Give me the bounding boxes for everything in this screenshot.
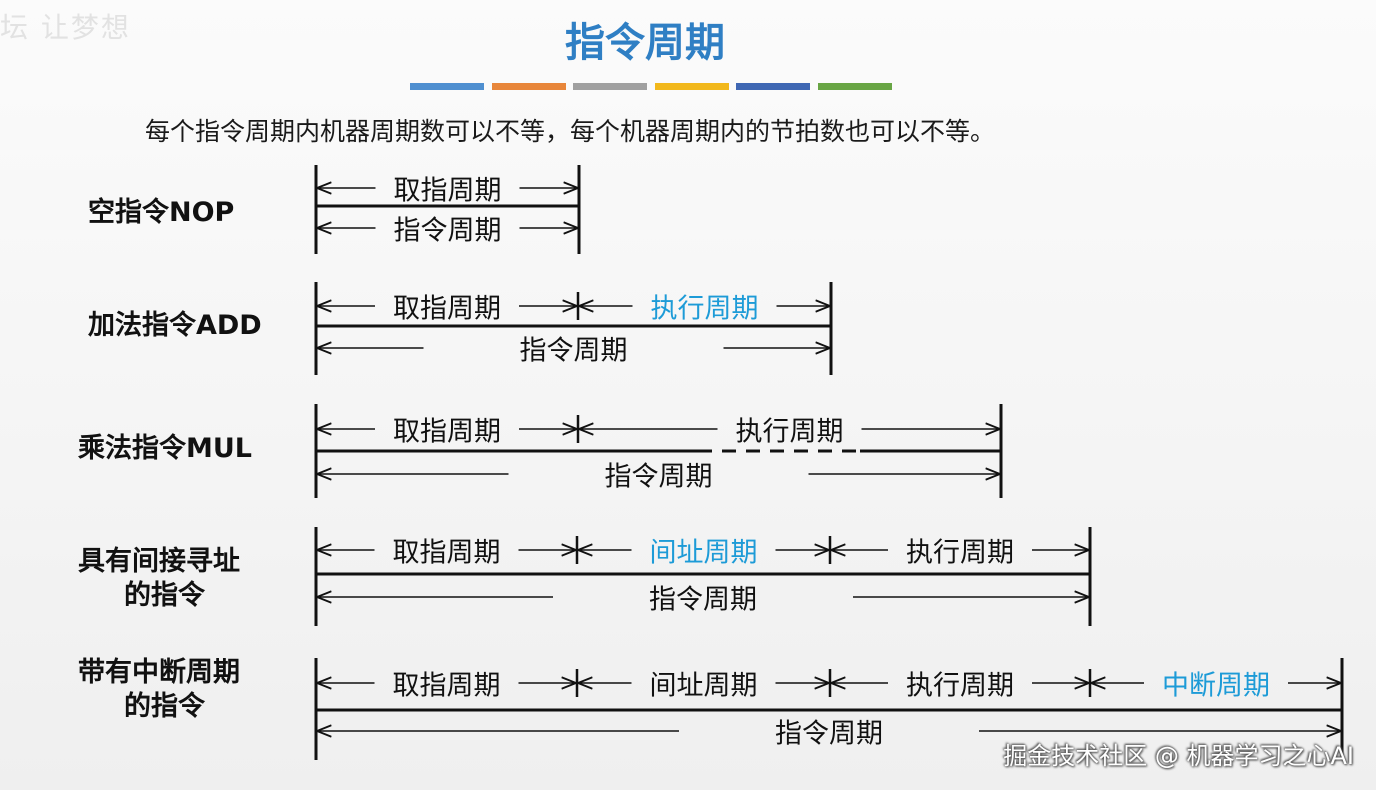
segment-label: 取指周期 (392, 670, 501, 702)
segment-label: 取指周期 (393, 293, 501, 325)
row-label-indirect: 具有间接寻址 的指令 (78, 545, 240, 613)
subtitle: 每个指令周期内机器周期数可以不等，每个机器周期内的节拍数也可以不等。 (145, 117, 996, 146)
segment-label: 取指周期 (393, 416, 501, 448)
row-label-mul: 乘法指令MUL (78, 432, 252, 466)
row-label-add: 加法指令ADD (88, 309, 262, 343)
title-color-bar (654, 83, 729, 90)
row-label-line: 的指令 (124, 580, 205, 611)
total-label: 指令周期 (649, 584, 757, 616)
row-label-line: 具有间接寻址 (78, 546, 240, 577)
segment-label: 执行周期 (906, 537, 1014, 569)
total-label: 指令周期 (519, 335, 628, 367)
total-label: 指令周期 (604, 461, 713, 493)
row-label-line: 加法指令ADD (88, 310, 262, 341)
watermark: 掘金技术社区 @ 机器学习之心AI (1003, 742, 1354, 770)
title-color-bar (736, 83, 810, 90)
segment-label: 执行周期 (906, 670, 1014, 702)
title-color-bar (817, 83, 892, 90)
total-label: 指令周期 (393, 215, 502, 247)
segment-label: 间址周期 (649, 537, 758, 569)
segment-label: 执行周期 (650, 293, 759, 325)
total-label: 指令周期 (775, 718, 883, 750)
row-label-line: 乘法指令MUL (78, 433, 252, 464)
title-color-bar (573, 83, 647, 90)
corner-logo: 坛 让梦想 (0, 11, 131, 44)
segment-label: 取指周期 (392, 537, 501, 569)
page-title: 指令周期 (565, 20, 725, 66)
title-color-bar (410, 83, 484, 90)
row-label-line: 带有中断周期 (78, 657, 240, 688)
title-color-bar (491, 83, 566, 90)
segment-label: 取指周期 (393, 175, 502, 207)
row-label-line: 的指令 (124, 691, 205, 722)
row-label-line: 空指令NOP (88, 197, 235, 228)
segment-label: 中断周期 (1162, 670, 1270, 702)
row-label-nop: 空指令NOP (88, 196, 234, 230)
row-label-interrupt: 带有中断周期 的指令 (78, 656, 240, 724)
segment-label: 间址周期 (649, 670, 758, 702)
segment-label: 执行周期 (735, 416, 844, 448)
